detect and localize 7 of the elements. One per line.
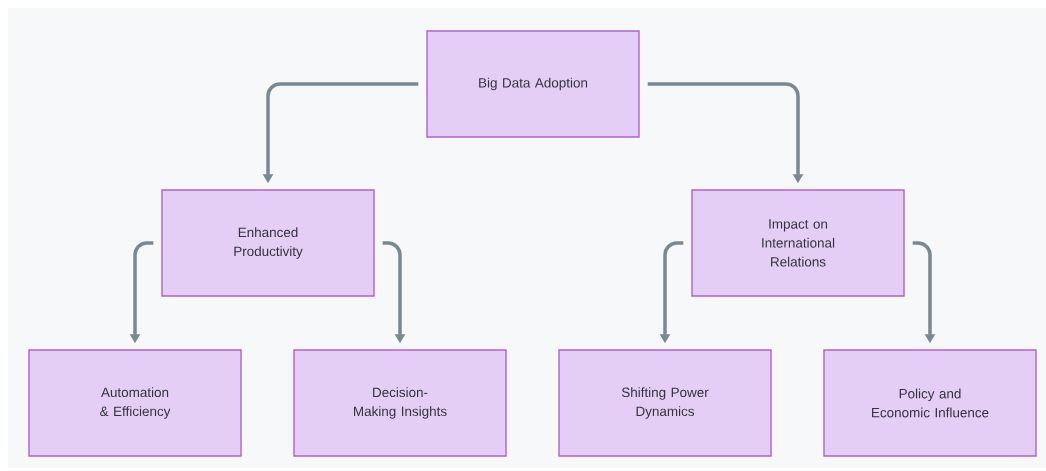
process-box: Enhanced Productivity	[161, 189, 375, 297]
process-box: Automation & Efficiency	[28, 349, 242, 457]
process-box: Impact on International Relations	[691, 189, 905, 297]
process-box: Shifting Power Dynamics	[558, 349, 772, 457]
process-box: Policy and Economic Influence	[823, 349, 1037, 457]
process-box: Decision-Making Insights	[293, 349, 507, 457]
process-box: Big Data Adoption	[426, 30, 640, 138]
